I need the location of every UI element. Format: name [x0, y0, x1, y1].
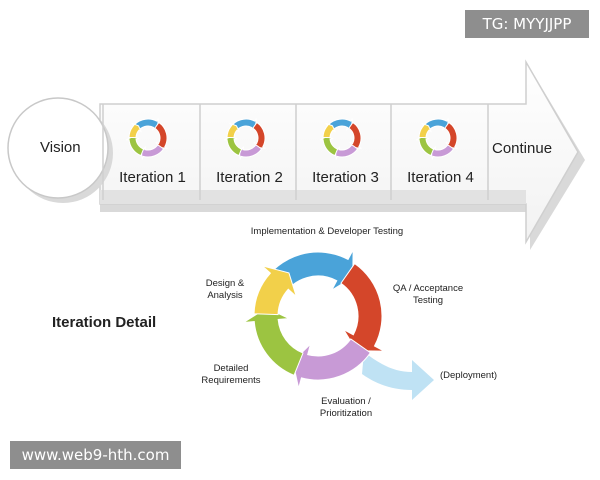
watermark-bottom: www.web9-hth.com [10, 441, 181, 469]
iteration-cycle-icon [319, 118, 362, 160]
step-requirements-line2: Requirements [201, 375, 261, 386]
vision-circle [7, 97, 109, 199]
iteration-label: Iteration 3 [312, 169, 379, 186]
iteration-cycle-icon [415, 118, 458, 160]
step-evaluation-line1: Evaluation / [321, 396, 371, 407]
detail-cycle-segment-red [340, 262, 385, 352]
step-evaluation-label: Evaluation / Prioritization [306, 396, 386, 420]
step-requirements-line1: Detailed [213, 363, 249, 374]
iteration-cycle-icon [223, 118, 266, 160]
step-evaluation-line2: Prioritization [319, 408, 373, 419]
mini-cycle-segment-yellow [128, 122, 142, 139]
iteration-label: Iteration 4 [407, 169, 474, 186]
continue-label: Continue [492, 140, 553, 157]
watermark-top: TG: MYYJJPP [465, 10, 589, 38]
detail-cycle-segment-purple [292, 338, 372, 389]
step-implementation-label: Implementation & Developer Testing [250, 226, 404, 237]
mini-cycle-segment-yellow [418, 122, 432, 139]
timeline-band-bottom [100, 190, 526, 204]
iteration-label: Iteration 2 [216, 169, 283, 186]
step-design-line1: Design & [205, 278, 245, 289]
detail-cycle-segment-yellow [253, 265, 298, 316]
deployment-arrow [362, 352, 434, 400]
step-requirements-label: Detailed Requirements [192, 363, 270, 387]
iteration-label: Iteration 1 [119, 169, 186, 186]
vision-label: Vision [40, 139, 81, 156]
step-design-label: Design & Analysis [194, 278, 256, 302]
mini-cycle-segment-yellow [226, 122, 240, 139]
mini-cycle-segment-yellow [322, 122, 336, 139]
detail-cycle-segment-green [243, 307, 304, 376]
step-deployment-label: (Deployment) [440, 370, 498, 381]
iteration-detail-title: Iteration Detail [52, 314, 157, 331]
step-qa-line1: QA / Acceptance [392, 283, 464, 294]
step-qa-label: QA / Acceptance Testing [388, 283, 468, 307]
step-design-line2: Analysis [207, 290, 243, 301]
step-qa-line2: Testing [412, 295, 444, 306]
iteration-cycle-icon [125, 118, 168, 160]
